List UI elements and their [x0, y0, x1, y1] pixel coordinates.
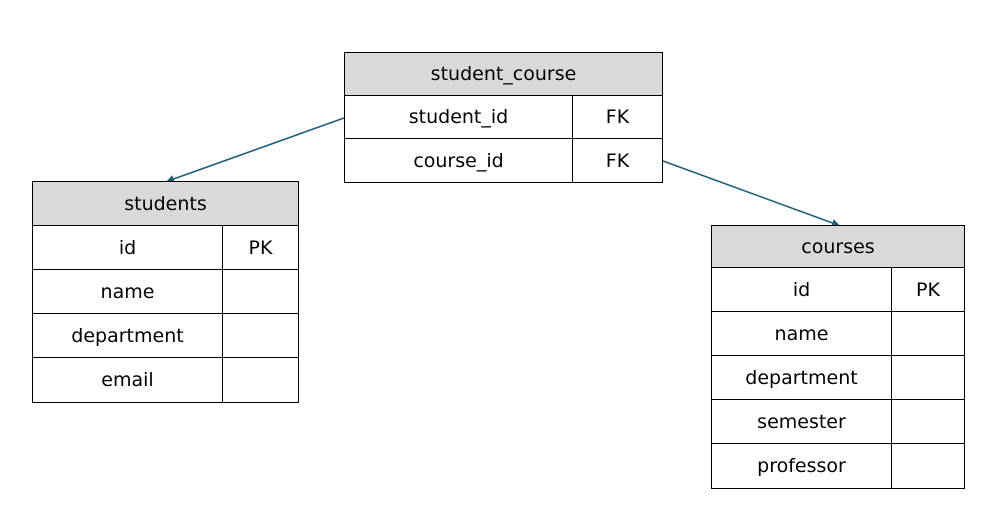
column-name: department: [712, 356, 892, 399]
table-row[interactable]: id PK: [712, 268, 964, 312]
relation-student-id-to-students: [166, 117, 345, 183]
column-name: id: [33, 226, 223, 269]
column-name: professor: [712, 444, 892, 488]
table-title-student-course: student_course: [345, 53, 662, 96]
column-name: student_id: [345, 96, 573, 138]
table-row[interactable]: course_id FK: [345, 139, 662, 182]
table-row[interactable]: department: [33, 314, 298, 358]
table-title-students: students: [33, 182, 298, 226]
column-key: [892, 400, 964, 443]
column-key: [892, 444, 964, 488]
column-key: PK: [916, 278, 940, 301]
table-student-course[interactable]: student_course student_id FK course_id F…: [344, 52, 663, 183]
table-row[interactable]: student_id FK: [345, 96, 662, 139]
table-row[interactable]: semester: [712, 400, 964, 444]
column-name: email: [33, 358, 223, 402]
column-name: name: [33, 270, 223, 313]
column-key: [892, 312, 964, 355]
column-key: [223, 270, 298, 313]
column-key: FK: [605, 149, 630, 172]
column-name: name: [712, 312, 892, 355]
column-key: PK: [248, 236, 273, 259]
table-students[interactable]: students id PK name department email: [32, 181, 299, 403]
column-name: semester: [712, 400, 892, 443]
column-key: FK: [605, 106, 630, 128]
table-row[interactable]: name: [33, 270, 298, 314]
table-row[interactable]: professor: [712, 444, 964, 488]
column-key: [223, 358, 298, 402]
column-name: id: [712, 268, 892, 311]
relation-course-id-to-courses: [662, 160, 840, 227]
column-name: department: [33, 314, 223, 357]
table-courses[interactable]: courses id PK name department semester p…: [711, 225, 965, 489]
table-row[interactable]: email: [33, 358, 298, 402]
column-key: [223, 314, 298, 357]
table-title-courses: courses: [712, 226, 964, 268]
table-row[interactable]: id PK: [33, 226, 298, 270]
table-row[interactable]: name: [712, 312, 964, 356]
table-row[interactable]: department: [712, 356, 964, 400]
column-key: [892, 356, 964, 399]
column-name: course_id: [345, 139, 573, 182]
